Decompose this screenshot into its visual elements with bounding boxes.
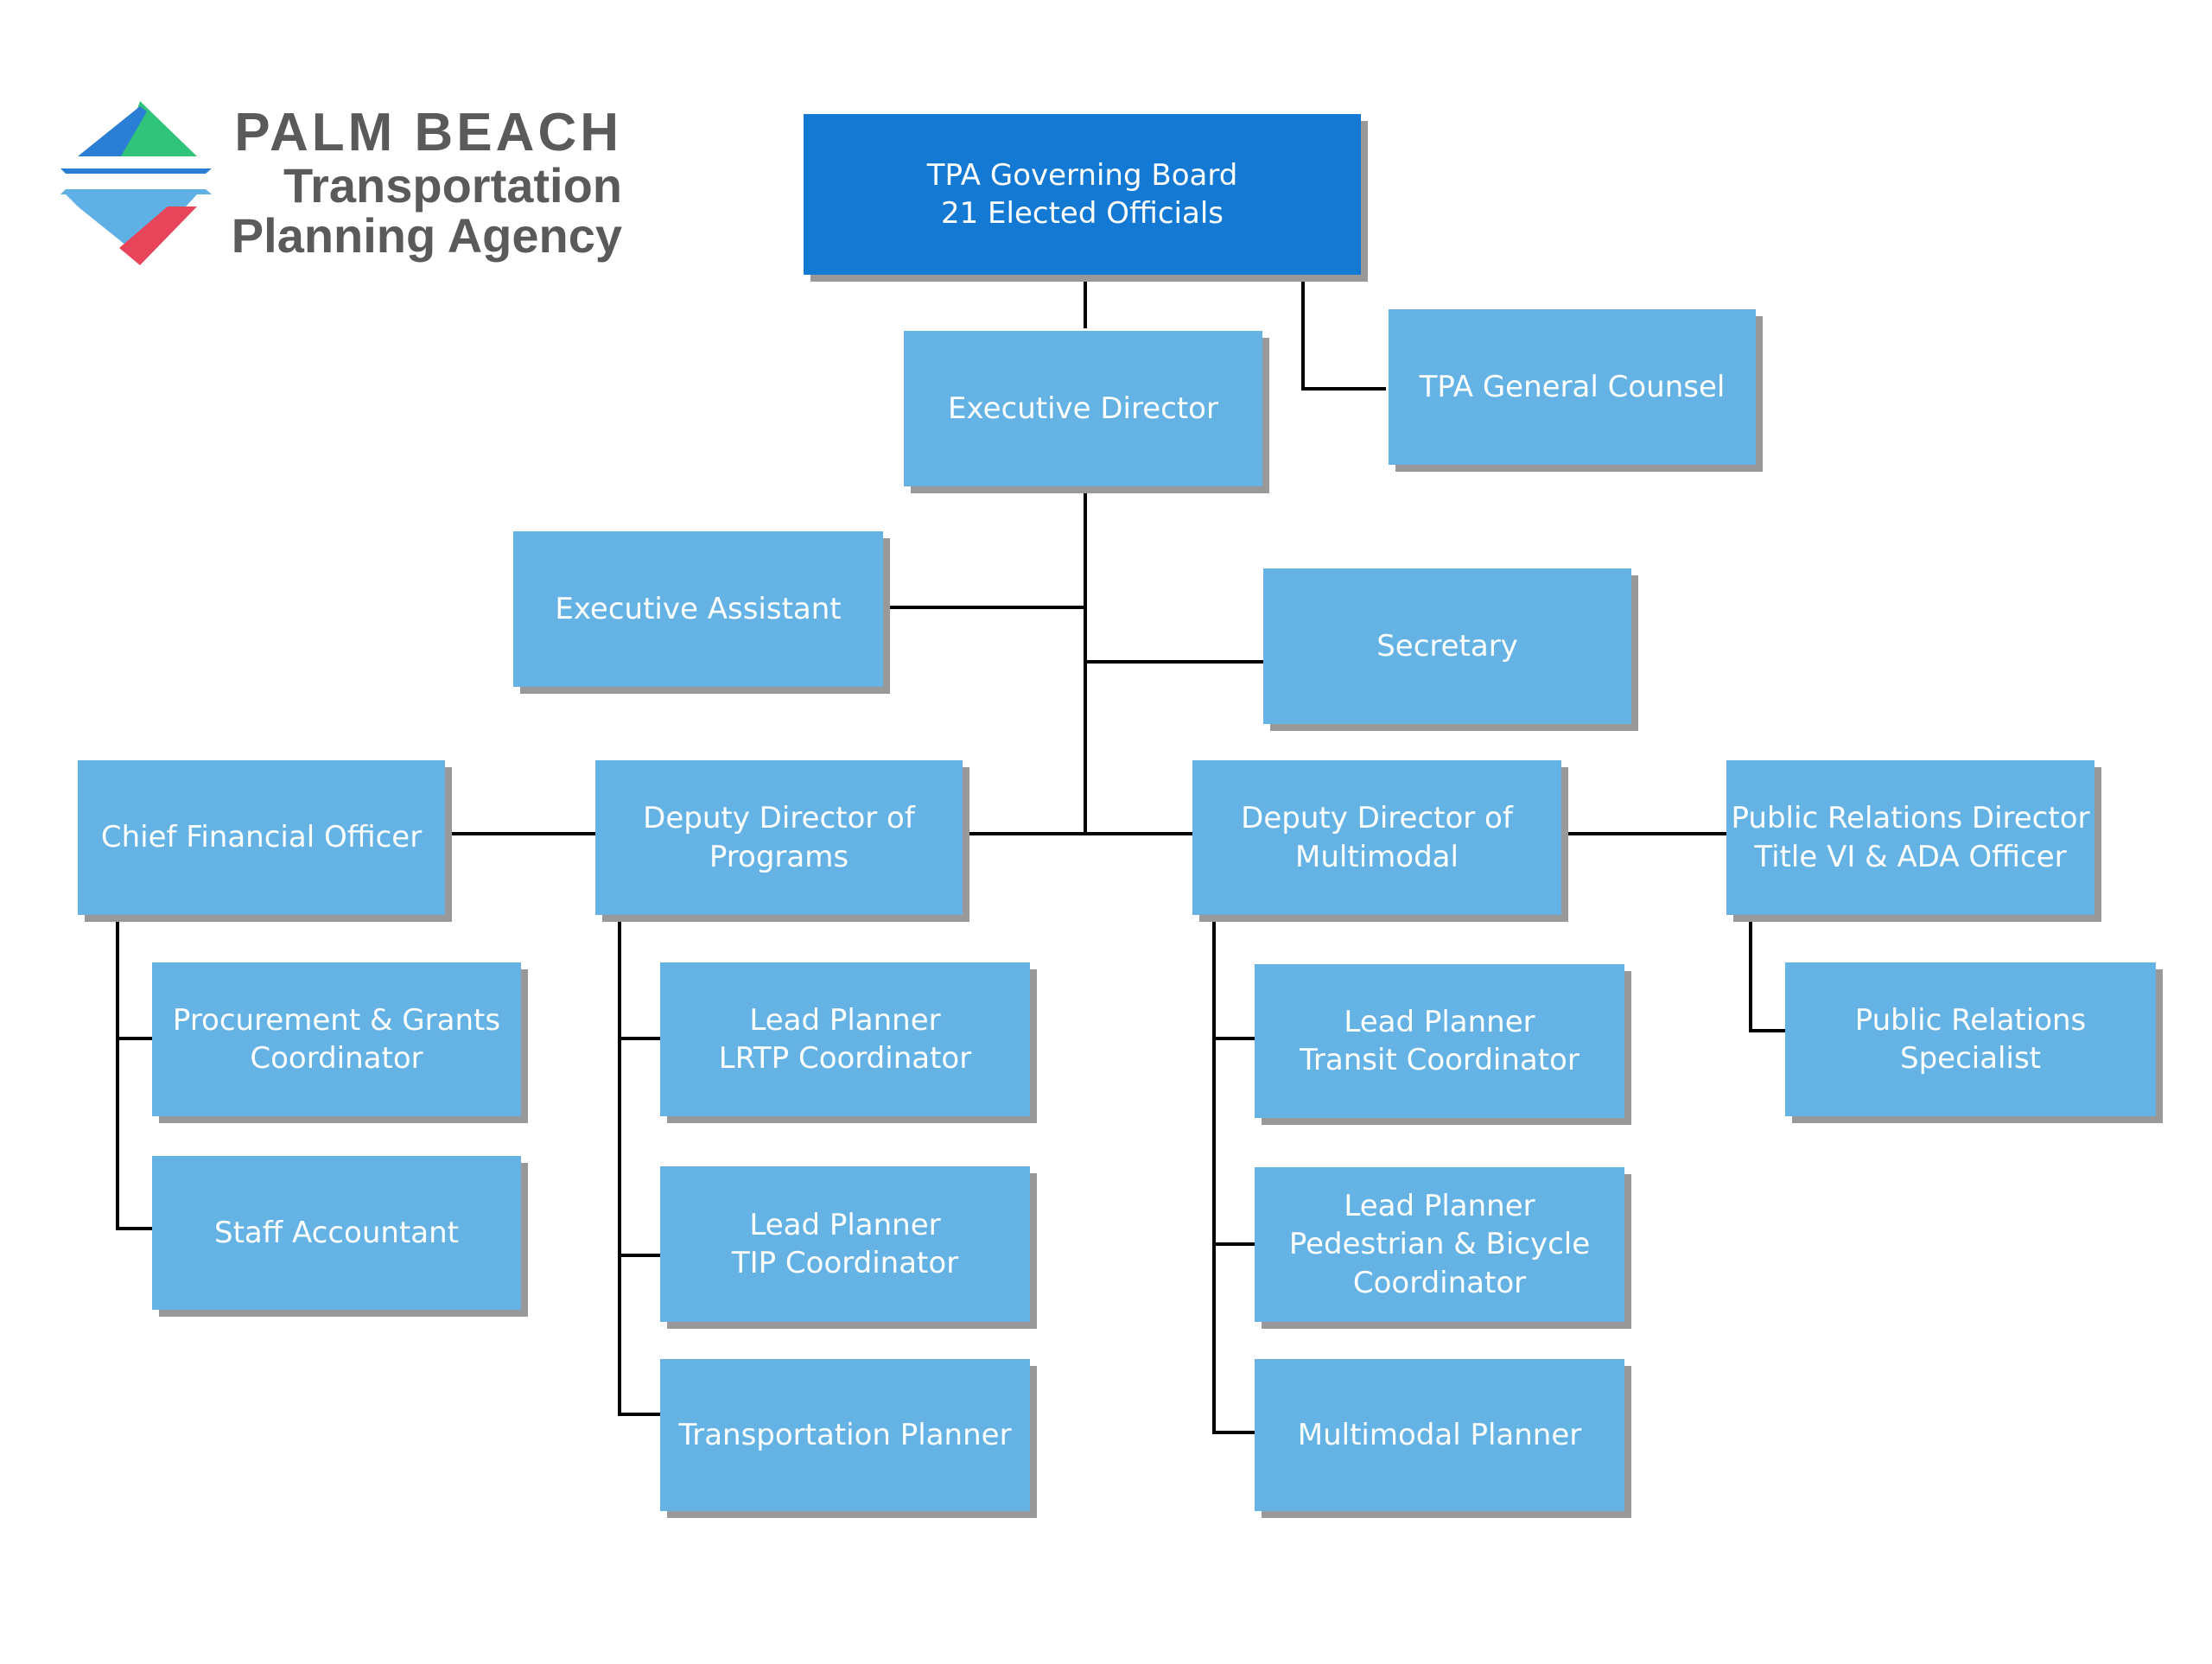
node-label: Public Relations Director Title VI & ADA… [1731,801,2090,874]
node-public-relations-director: Public Relations Director Title VI & ADA… [1726,760,2094,915]
node-label: Executive Assistant [555,591,842,626]
node-secretary: Secretary [1263,568,1631,724]
connector-programs-trunk [618,915,660,1416]
node-governing-board: TPA Governing Board 21 Elected Officials [804,114,1361,275]
node-label: TPA General Counsel [1419,369,1726,404]
node-multimodal-planner: Multimodal Planner [1255,1359,1624,1511]
logo-text-transportation: Transportation [283,158,622,213]
node-label: Staff Accountant [214,1215,459,1250]
node-deputy-multimodal: Deputy Director of Multimodal [1192,760,1561,915]
node-label: Multimodal Planner [1297,1417,1582,1452]
node-label: Chief Financial Officer [100,820,423,855]
node-lead-planner-ped-bike: Lead Planner Pedestrian & Bicycle Coordi… [1255,1167,1624,1322]
node-label: Deputy Director of Multimodal [1241,801,1513,874]
connector-cfo-trunk [116,915,152,1230]
logo-mark-icon [60,101,213,265]
node-lead-planner-tip: Lead Planner TIP Coordinator [660,1166,1030,1322]
node-label: Executive Director [948,391,1218,426]
node-executive-assistant: Executive Assistant [513,531,883,687]
connector-board-counsel [1301,275,1386,391]
node-lead-planner-lrtp: Lead Planner LRTP Coordinator [660,962,1030,1116]
node-lead-planner-transit: Lead Planner Transit Coordinator [1255,964,1624,1118]
node-executive-director: Executive Director [904,331,1262,486]
node-general-counsel: TPA General Counsel [1389,309,1756,465]
node-label: Lead Planner Pedestrian & Bicycle Coordi… [1288,1189,1591,1300]
palm-beach-tpa-logo: PALM BEACH Transportation Planning Agenc… [60,99,648,272]
node-label: Public Relations Specialist [1854,1002,2087,1076]
node-label: Deputy Director of Programs [643,801,915,874]
node-label: Lead Planner LRTP Coordinator [718,1002,972,1076]
node-public-relations-specialist: Public Relations Specialist [1785,962,2156,1116]
node-label: Lead Planner Transit Coordinator [1300,1004,1580,1077]
node-deputy-programs: Deputy Director of Programs [595,760,963,915]
connector-pr-trunk [1749,915,1785,1032]
node-transportation-planner: Transportation Planner [660,1359,1030,1511]
node-label: Transportation Planner [678,1417,1012,1452]
node-label: Lead Planner TIP Coordinator [731,1207,959,1280]
node-staff-accountant: Staff Accountant [152,1156,521,1310]
node-procurement-grants: Procurement & Grants Coordinator [152,962,521,1116]
node-label: TPA Governing Board 21 Elected Officials [926,157,1238,231]
logo-text-palm-beach: PALM BEACH [234,103,622,162]
logo-text-planning-agency: Planning Agency [231,208,622,263]
connector-multimodal-trunk [1212,915,1255,1434]
node-label: Secretary [1376,628,1518,664]
node-label: Procurement & Grants Coordinator [172,1002,501,1076]
node-cfo: Chief Financial Officer [78,760,445,915]
